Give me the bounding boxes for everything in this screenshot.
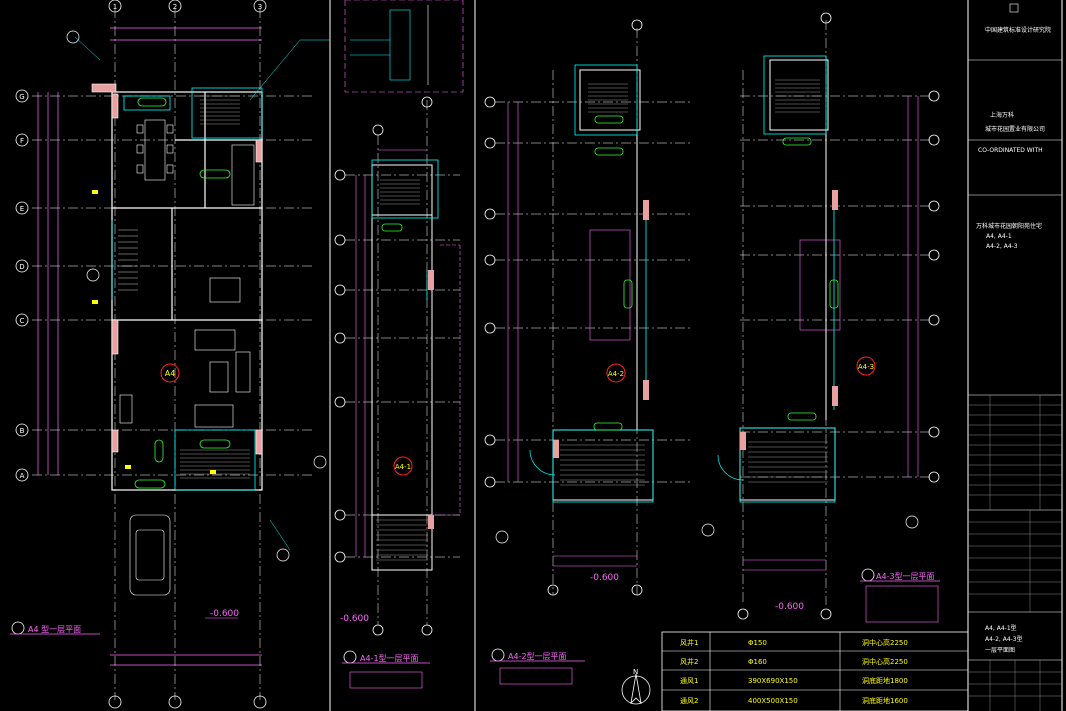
grid-label: A xyxy=(20,472,25,480)
owner-name: 上海万科 xyxy=(990,111,1014,119)
table-cell: 洞中心高2250 xyxy=(862,657,908,666)
table-cell: 风井2 xyxy=(680,657,698,666)
plan-tag: A4-3 xyxy=(858,363,874,371)
plan-title: A4-1型一层平面 xyxy=(360,654,419,663)
table-cell: 390X690X150 xyxy=(748,677,798,685)
grid-label: B xyxy=(20,427,25,435)
plan-tag: A4 xyxy=(165,369,176,378)
plan-tag: A4-2 xyxy=(608,370,624,378)
north-arrow-icon: N xyxy=(621,668,651,705)
owner-name-2: 城市花园置业有限公司 xyxy=(985,125,1045,133)
drawing-title: A4-2, A4-3 xyxy=(986,243,1018,250)
grid-label: D xyxy=(19,263,24,271)
plan-a4-1-drawing: A4-1 -0.600 A4-1型一层平面 xyxy=(334,96,461,689)
level-marker: -0.600 xyxy=(210,609,239,619)
table-cell: 400X500X150 xyxy=(748,697,798,705)
table-cell: 洞底距地1800 xyxy=(862,676,908,685)
table-cell: Φ160 xyxy=(748,658,767,666)
plan-a4-drawing: G F E D C B A 1 2 3 xyxy=(10,0,330,709)
vent-schedule-table: 风井1 Φ150 洞中心高2250 风井2 Φ160 洞中心高2250 通风1 … xyxy=(661,631,969,711)
grid-label: C xyxy=(20,317,25,325)
table-cell: 洞中心高2250 xyxy=(862,638,908,647)
wall-detail xyxy=(344,0,464,93)
table-cell: 洞底距地1600 xyxy=(862,696,908,705)
grid-label: 2 xyxy=(173,3,177,11)
drawing-title: A4, A4-1 xyxy=(986,233,1012,240)
grid-label: G xyxy=(19,93,24,101)
sheet-title: A4, A4-1型 xyxy=(985,624,1017,632)
plan-a4-2-drawing: A4-2 -0.600 A4-2型一层平面 xyxy=(484,19,715,685)
plan-a4-3-drawing: A4-3 -0.600 A4-3型一层平面 xyxy=(717,12,940,623)
plan-title: A4 型一层平面 xyxy=(28,625,81,634)
north-label: N xyxy=(633,668,638,676)
company-name: 中国建筑标准设计研究院 xyxy=(985,26,1051,34)
plan-title: A4-3型一层平面 xyxy=(876,572,935,581)
sheet-title: A4-2, A4-3型 xyxy=(985,635,1023,643)
grid-label: 1 xyxy=(113,3,117,11)
table-cell: 风井1 xyxy=(680,638,698,647)
plan-tag: A4-1 xyxy=(395,463,411,471)
table-cell: 通风1 xyxy=(680,676,698,685)
level-marker: -0.600 xyxy=(775,602,804,612)
title-block: 中国建筑标准设计研究院 上海万科 城市花园置业有限公司 CO-ORDINATED… xyxy=(968,3,1062,711)
drawing-title: 万科城市花园朝阳苑住宅 xyxy=(976,222,1042,230)
level-marker: -0.600 xyxy=(590,573,619,583)
grid-label: F xyxy=(20,137,24,145)
coordinated-label: CO-ORDINATED WITH xyxy=(978,147,1043,154)
sheet-title: 一层平面图 xyxy=(985,647,1015,654)
grid-label: 3 xyxy=(258,3,262,11)
plan-title: A4-2型一层平面 xyxy=(508,652,567,661)
table-cell: 通风2 xyxy=(680,696,698,705)
grid-label: E xyxy=(20,205,24,213)
level-marker: -0.600 xyxy=(340,614,369,624)
table-cell: Φ150 xyxy=(748,639,767,647)
